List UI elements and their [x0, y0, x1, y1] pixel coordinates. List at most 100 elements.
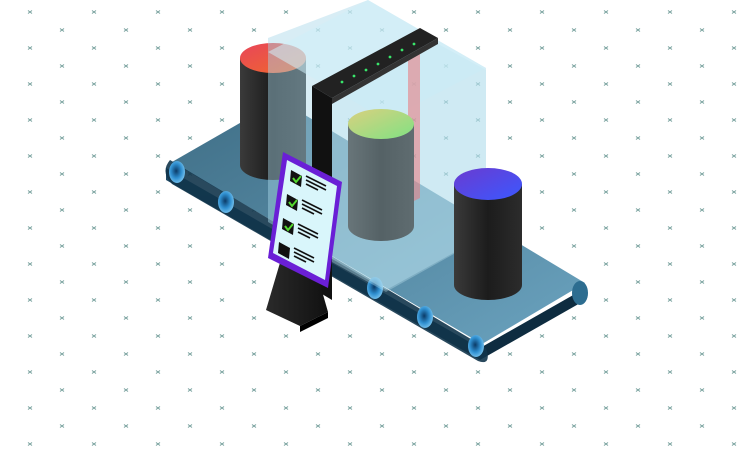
grid-mark — [91, 370, 97, 374]
checklist-item — [286, 194, 323, 215]
grid-mark — [91, 46, 97, 50]
grid-mark — [155, 370, 161, 374]
grid-mark — [59, 64, 65, 68]
grid-mark — [699, 316, 705, 320]
grid-mark — [635, 100, 641, 104]
grid-mark — [347, 334, 353, 338]
grid-mark — [91, 406, 97, 410]
grid-mark — [539, 406, 545, 410]
grid-mark — [475, 46, 481, 50]
grid-mark — [91, 226, 97, 230]
grid-mark — [187, 388, 193, 392]
grid-mark — [731, 442, 737, 446]
grid-mark — [155, 10, 161, 14]
grid-mark — [283, 370, 289, 374]
grid-mark — [635, 136, 641, 140]
grid-mark — [443, 100, 449, 104]
grid-mark — [155, 190, 161, 194]
grid-mark — [667, 334, 673, 338]
grid-mark — [603, 46, 609, 50]
grid-mark — [347, 406, 353, 410]
grid-mark — [667, 226, 673, 230]
grid-mark — [411, 334, 417, 338]
grid-mark — [571, 100, 577, 104]
grid-mark — [731, 190, 737, 194]
grid-mark — [731, 334, 737, 338]
grid-mark — [603, 154, 609, 158]
grid-mark — [251, 316, 257, 320]
grid-mark — [443, 388, 449, 392]
grid-mark — [219, 226, 225, 230]
grid-mark — [219, 82, 225, 86]
grid-mark — [603, 406, 609, 410]
grid-mark — [731, 118, 737, 122]
grid-mark — [123, 172, 129, 176]
grid-mark — [315, 352, 321, 356]
grid-mark — [251, 424, 257, 428]
grid-mark — [187, 424, 193, 428]
grid-mark — [91, 10, 97, 14]
grid-mark — [123, 100, 129, 104]
roller — [468, 335, 484, 357]
grid-mark — [699, 388, 705, 392]
grid-mark — [411, 406, 417, 410]
grid-mark — [731, 10, 737, 14]
grid-mark — [507, 28, 513, 32]
grid-mark — [27, 46, 33, 50]
grid-mark — [283, 334, 289, 338]
grid-mark — [123, 280, 129, 284]
scanner-glass-front — [332, 44, 486, 292]
grid-mark — [27, 298, 33, 302]
grid-mark — [283, 406, 289, 410]
grid-mark — [699, 244, 705, 248]
grid-mark — [59, 352, 65, 356]
grid-mark — [539, 118, 545, 122]
grid-mark — [27, 442, 33, 446]
text-line — [301, 199, 323, 211]
grid-mark — [379, 388, 385, 392]
grid-mark — [699, 100, 705, 104]
grid-mark — [123, 28, 129, 32]
grid-mark — [91, 442, 97, 446]
grid-mark — [251, 280, 257, 284]
grid-mark — [603, 442, 609, 446]
grid-mark — [91, 262, 97, 266]
grid-mark — [475, 370, 481, 374]
grid-mark — [123, 388, 129, 392]
grid-mark — [251, 244, 257, 248]
grid-mark — [667, 262, 673, 266]
grid-mark — [219, 406, 225, 410]
grid-mark — [507, 352, 513, 356]
grid-mark — [571, 316, 577, 320]
grid-mark — [123, 244, 129, 248]
grid-mark — [27, 190, 33, 194]
grid-mark — [731, 154, 737, 158]
grid-mark — [379, 352, 385, 356]
grid-mark — [603, 298, 609, 302]
grid-mark — [379, 316, 385, 320]
grid-mark — [219, 442, 225, 446]
grid-mark — [635, 28, 641, 32]
checkbox-checked — [286, 194, 298, 211]
grid-mark — [539, 82, 545, 86]
checklist-item — [282, 218, 319, 239]
grid-mark — [59, 100, 65, 104]
grid-mark — [731, 226, 737, 230]
indicator-lights — [340, 42, 416, 84]
grid-mark — [571, 172, 577, 176]
grid-mark — [507, 100, 513, 104]
grid-mark — [59, 208, 65, 212]
grid-mark — [187, 28, 193, 32]
grid-mark — [667, 370, 673, 374]
grid-mark — [219, 298, 225, 302]
grid-mark — [91, 118, 97, 122]
grid-mark — [635, 208, 641, 212]
grid-mark — [91, 298, 97, 302]
grid-mark — [475, 10, 481, 14]
grid-mark — [667, 10, 673, 14]
checkbox-checked — [282, 218, 294, 235]
grid-mark — [219, 10, 225, 14]
grid-mark — [667, 46, 673, 50]
grid-mark — [59, 28, 65, 32]
grid-mark — [635, 244, 641, 248]
